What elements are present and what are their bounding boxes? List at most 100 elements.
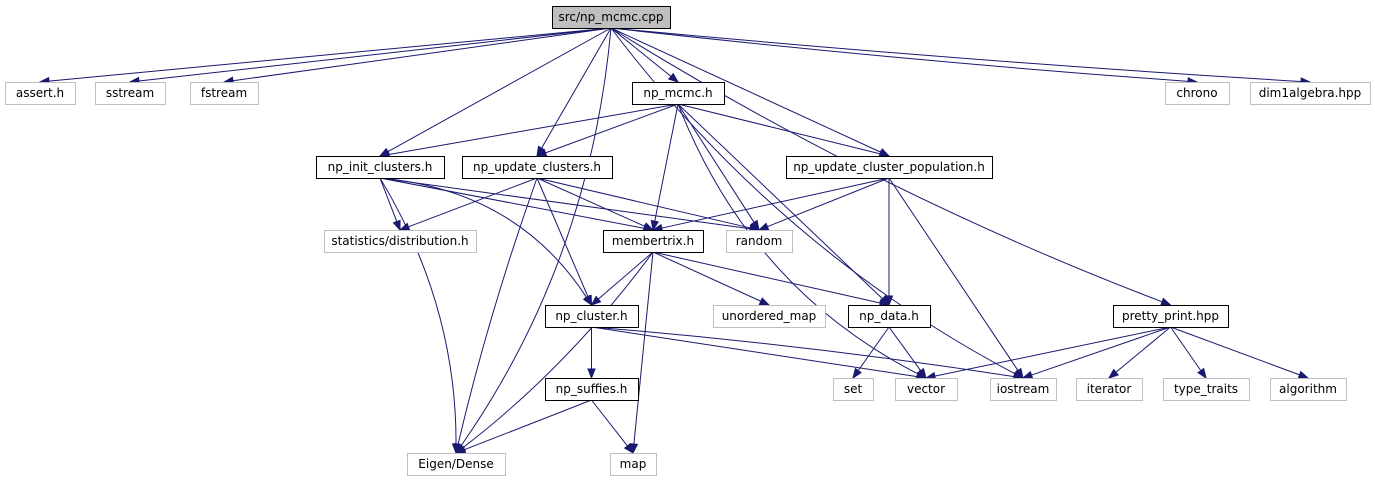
edge-line bbox=[541, 27, 612, 149]
node-np-cluster[interactable]: np_cluster.h bbox=[545, 305, 639, 328]
node-chrono: chrono bbox=[1165, 82, 1230, 105]
arrowhead-icon bbox=[758, 297, 771, 306]
node-box bbox=[552, 6, 671, 29]
node-box bbox=[990, 378, 1057, 401]
node-np-init-clusters[interactable]: np_init_clusters.h bbox=[316, 156, 445, 179]
edge-line bbox=[408, 177, 538, 228]
node-np-update-clusters[interactable]: np_update_clusters.h bbox=[462, 156, 613, 179]
node-type-traits: type_traits bbox=[1163, 378, 1250, 401]
edge-np_cluster-to-vector bbox=[591, 326, 928, 381]
edge-np_data-to-set bbox=[852, 326, 890, 380]
edge-np_cluster-to-np_suffies bbox=[587, 327, 596, 380]
node-label: np_init_clusters.h bbox=[328, 160, 433, 174]
edge-line bbox=[677, 103, 883, 300]
node-np-mcmc-h[interactable]: np_mcmc.h bbox=[632, 82, 725, 105]
edge-layer bbox=[38, 27, 1312, 455]
edge-root-to-np_update_clusters bbox=[536, 27, 612, 158]
node-box bbox=[603, 230, 704, 253]
arrowhead-icon bbox=[623, 442, 634, 455]
edge-line bbox=[379, 177, 751, 230]
node-box bbox=[1270, 378, 1347, 401]
edge-line bbox=[610, 27, 1302, 82]
arrowhead-icon bbox=[884, 295, 894, 307]
edge-line bbox=[464, 399, 592, 451]
edge-np_update_cluster_population-to-np_data bbox=[884, 178, 894, 307]
edge-line bbox=[138, 27, 612, 82]
edge-root-to-sstream bbox=[128, 27, 612, 86]
node-membertrix[interactable]: membertrix.h bbox=[603, 230, 704, 253]
node-label: set bbox=[844, 382, 863, 396]
arrowhead-icon bbox=[916, 367, 927, 380]
node-box bbox=[1076, 378, 1143, 401]
edge-np_update_clusters-to-statistics_distribution bbox=[398, 177, 538, 231]
node-iterator: iterator bbox=[1076, 378, 1143, 401]
arrowhead-icon bbox=[1197, 367, 1207, 380]
edge-np_update_cluster_population-to-membertrix bbox=[651, 177, 890, 233]
node-label: assert.h bbox=[16, 86, 64, 100]
node-label: np_mcmc.h bbox=[643, 86, 712, 100]
node-label: src/np_mcmc.cpp bbox=[558, 10, 663, 24]
node-sstream: sstream bbox=[95, 82, 166, 105]
edge-line bbox=[1170, 326, 1300, 376]
arrowhead-icon bbox=[650, 219, 659, 232]
arrowhead-icon bbox=[1297, 370, 1310, 379]
node-label: algorithm bbox=[1279, 382, 1337, 396]
node-label: fstream bbox=[201, 86, 247, 100]
node-box bbox=[462, 156, 613, 179]
edge-np_mcmc_h-to-np_data bbox=[677, 103, 890, 306]
edge-line bbox=[457, 177, 538, 445]
edge-line bbox=[652, 251, 881, 304]
edge-np_mcmc_h-to-random bbox=[677, 103, 760, 232]
node-box bbox=[1250, 82, 1371, 105]
arrowhead-icon bbox=[587, 368, 596, 380]
edge-np_init_clusters-to-eigen_dense bbox=[379, 177, 461, 455]
edge-line bbox=[536, 177, 589, 297]
node-box bbox=[726, 230, 793, 253]
edge-membertrix-to-np_cluster bbox=[590, 251, 654, 306]
node-label: Eigen/Dense bbox=[418, 457, 493, 471]
edge-np_update_clusters-to-np_cluster bbox=[536, 177, 593, 307]
edge-line bbox=[460, 27, 612, 446]
edge-line bbox=[610, 27, 882, 153]
edge-line bbox=[379, 177, 645, 229]
edge-line bbox=[1170, 326, 1202, 371]
edge-pretty_print-to-vector bbox=[924, 326, 1171, 381]
arrowhead-icon bbox=[1021, 370, 1034, 379]
edge-np_init_clusters-to-statistics_distribution bbox=[379, 177, 401, 232]
edge-line bbox=[536, 177, 645, 227]
node-np-suffies[interactable]: np_suffies.h bbox=[545, 378, 639, 401]
node-pretty-print[interactable]: pretty_print.hpp bbox=[1113, 305, 1229, 328]
arrowhead-icon bbox=[392, 219, 401, 232]
node-box bbox=[1165, 82, 1230, 105]
edge-root-to-np_mcmc_h bbox=[610, 27, 680, 83]
edge-line bbox=[387, 27, 612, 153]
node-box bbox=[833, 378, 874, 401]
edge-line bbox=[677, 103, 755, 223]
node-box bbox=[1113, 305, 1229, 328]
node-label: random bbox=[736, 234, 783, 248]
node-label: unordered_map bbox=[722, 309, 817, 323]
edge-line bbox=[591, 399, 628, 447]
edge-line bbox=[379, 177, 457, 445]
edge-line bbox=[610, 27, 672, 77]
arrowhead-icon bbox=[757, 222, 770, 231]
node-box bbox=[95, 82, 166, 105]
edge-line bbox=[462, 251, 654, 448]
edge-np_update_cluster_population-to-random bbox=[757, 177, 890, 231]
node-box bbox=[545, 305, 639, 328]
node-np-data[interactable]: np_data.h bbox=[848, 305, 931, 328]
edge-np_update_clusters-to-random bbox=[536, 177, 761, 232]
edge-membertrix-to-map bbox=[629, 251, 654, 455]
node-label: vector bbox=[907, 382, 945, 396]
edge-line bbox=[888, 177, 1019, 371]
node-root[interactable]: src/np_mcmc.cpp bbox=[552, 6, 671, 29]
edge-line bbox=[1115, 326, 1171, 373]
node-label: type_traits bbox=[1174, 382, 1238, 396]
node-iostream: iostream bbox=[990, 378, 1057, 401]
edge-np_suffies-to-eigen_dense bbox=[454, 399, 592, 454]
node-np-update-cluster-population[interactable]: np_update_cluster_population.h bbox=[786, 156, 993, 179]
edge-np_init_clusters-to-random bbox=[379, 177, 761, 233]
edge-line bbox=[1031, 326, 1171, 376]
arrowhead-icon bbox=[590, 295, 602, 306]
node-layer: src/np_mcmc.cpp assert.h sstream fstream np_… bbox=[5, 6, 1371, 476]
